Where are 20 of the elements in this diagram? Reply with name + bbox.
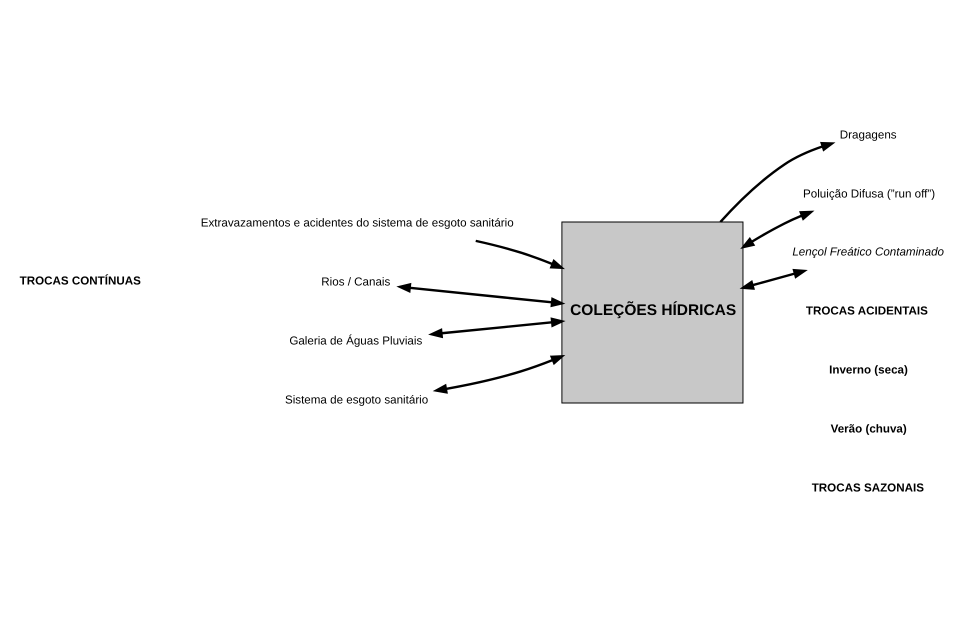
label: Verão (chuva) <box>830 422 907 436</box>
arrow <box>432 354 566 394</box>
node-text: Sistema de esgoto sanitário <box>284 394 428 407</box>
arrow <box>396 282 566 308</box>
node-text: Dragagens <box>840 128 897 142</box>
node-box: COLEÇÕES HÍDRICAS <box>561 221 744 404</box>
node-text: Lençol Freático Contaminado <box>792 245 944 258</box>
label: TROCAS ACIDENTAIS <box>806 304 928 318</box>
arrow <box>740 268 808 290</box>
node-text: Rios / Canais <box>321 275 390 288</box>
arrow <box>475 240 565 270</box>
node-text: Poluição Difusa (”run off”) <box>803 187 936 200</box>
arrow <box>740 210 814 249</box>
arrow <box>720 142 836 223</box>
arrow <box>428 317 566 338</box>
label: TROCAS CONTÍNUAS <box>20 274 141 288</box>
node-text: Extravazamentos e acidentes do sistema de esgoto sanitário <box>200 216 514 230</box>
node-text: Galeria de Águas Pluviais <box>289 334 422 348</box>
label: Inverno (seca) <box>829 364 908 377</box>
label: TROCAS SAZONAIS <box>812 482 924 495</box>
